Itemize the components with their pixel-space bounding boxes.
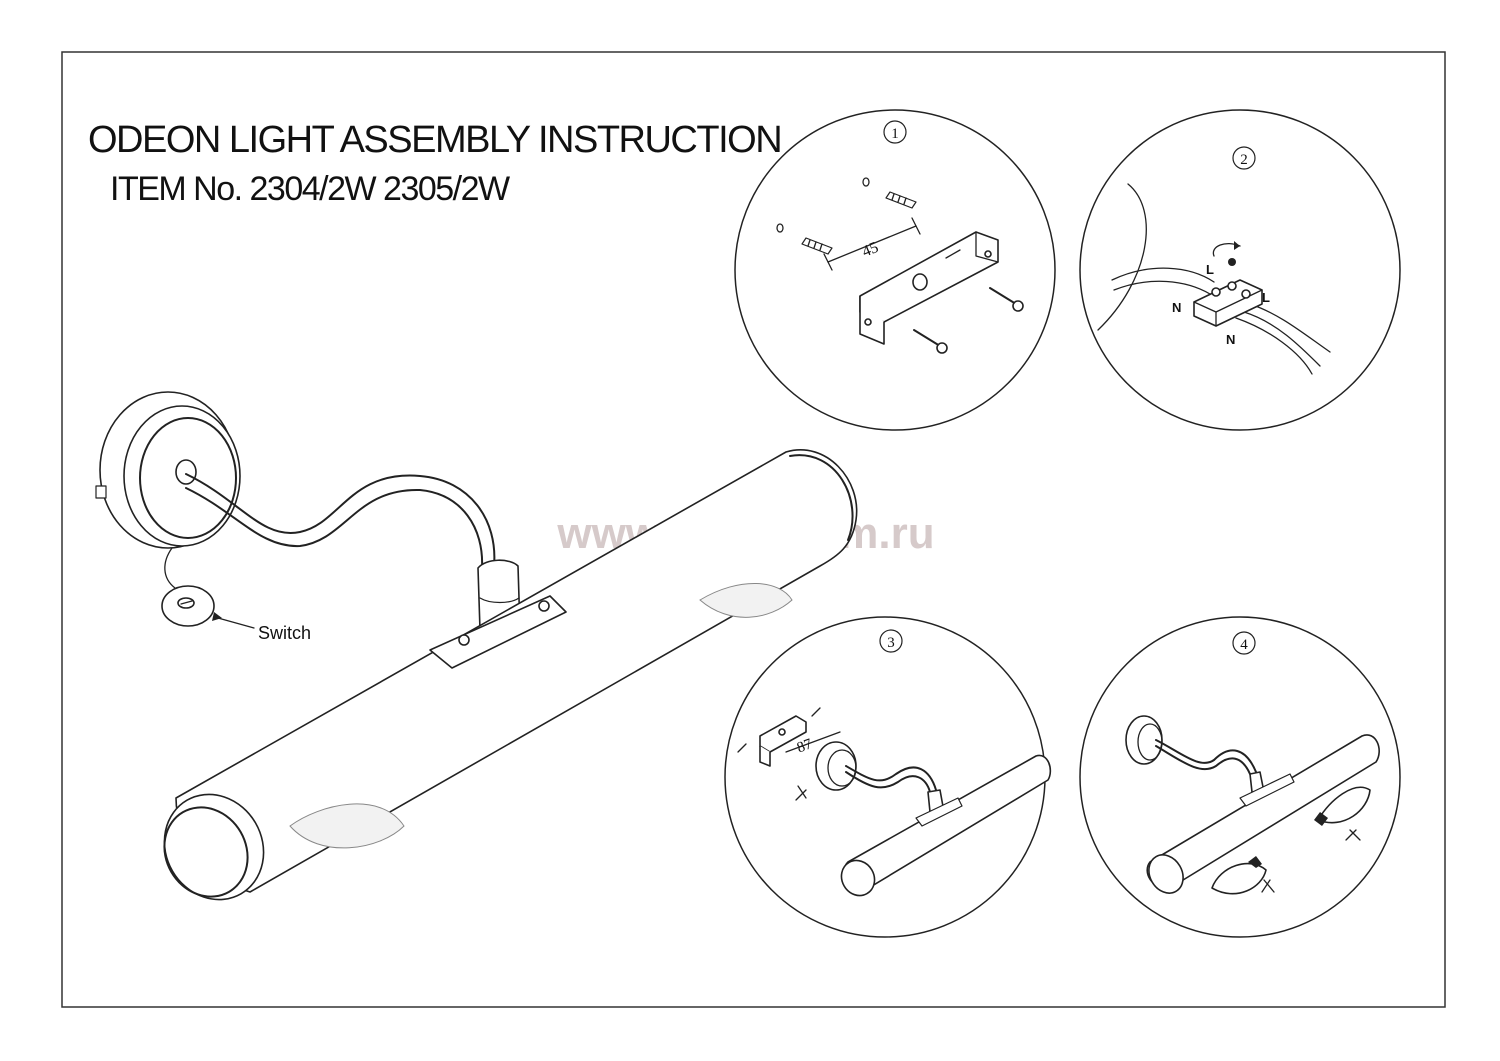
candle-bulb-icon bbox=[1211, 786, 1371, 895]
step-4-number: 4 bbox=[1240, 637, 1248, 653]
switch-detail: Switch bbox=[161, 547, 311, 643]
step-2-panel: 2 L L N N bbox=[1079, 109, 1401, 431]
lamp-mini-illustration bbox=[1125, 715, 1380, 894]
terminal-label-n-bottom: N bbox=[1226, 332, 1235, 347]
screw-icon bbox=[913, 287, 1024, 354]
terminal-label-l-top: L bbox=[1206, 262, 1214, 277]
title-line-2: ITEM No. 2304/2W 2305/2W bbox=[110, 170, 510, 208]
terminal-label-l-right: L bbox=[1262, 290, 1270, 305]
step-4-panel: 4 bbox=[1079, 616, 1401, 938]
step-2-number: 2 bbox=[1240, 152, 1248, 168]
step-3-panel: 3 87 bbox=[724, 616, 1052, 938]
step-3-dimension: 87 bbox=[795, 736, 815, 756]
step-1-number: 1 bbox=[891, 126, 899, 142]
terminal-block-icon bbox=[1193, 279, 1263, 327]
page-frame bbox=[61, 51, 1446, 1008]
step-3-number: 3 bbox=[887, 635, 895, 651]
switch-label: Switch bbox=[258, 623, 311, 643]
title-line-1: ODEON LIGHT ASSEMBLY INSTRUCTION bbox=[88, 119, 781, 161]
main-lamp-illustration: Switch bbox=[95, 391, 858, 901]
mounting-bracket-icon bbox=[859, 231, 999, 345]
mounting-plate bbox=[429, 595, 567, 669]
terminal-label-n-left: N bbox=[1172, 300, 1181, 315]
step-1-dimension: 45 bbox=[860, 239, 881, 261]
rotate-arrow-icon bbox=[1212, 241, 1241, 266]
mounting-bracket-icon bbox=[759, 715, 807, 767]
lamp-tube bbox=[163, 449, 858, 901]
lamp-mini-illustration bbox=[815, 741, 1052, 897]
step-1-panel: 1 45 bbox=[734, 109, 1056, 431]
wall-plug-icon bbox=[801, 191, 917, 255]
wall-canopy bbox=[95, 391, 241, 549]
